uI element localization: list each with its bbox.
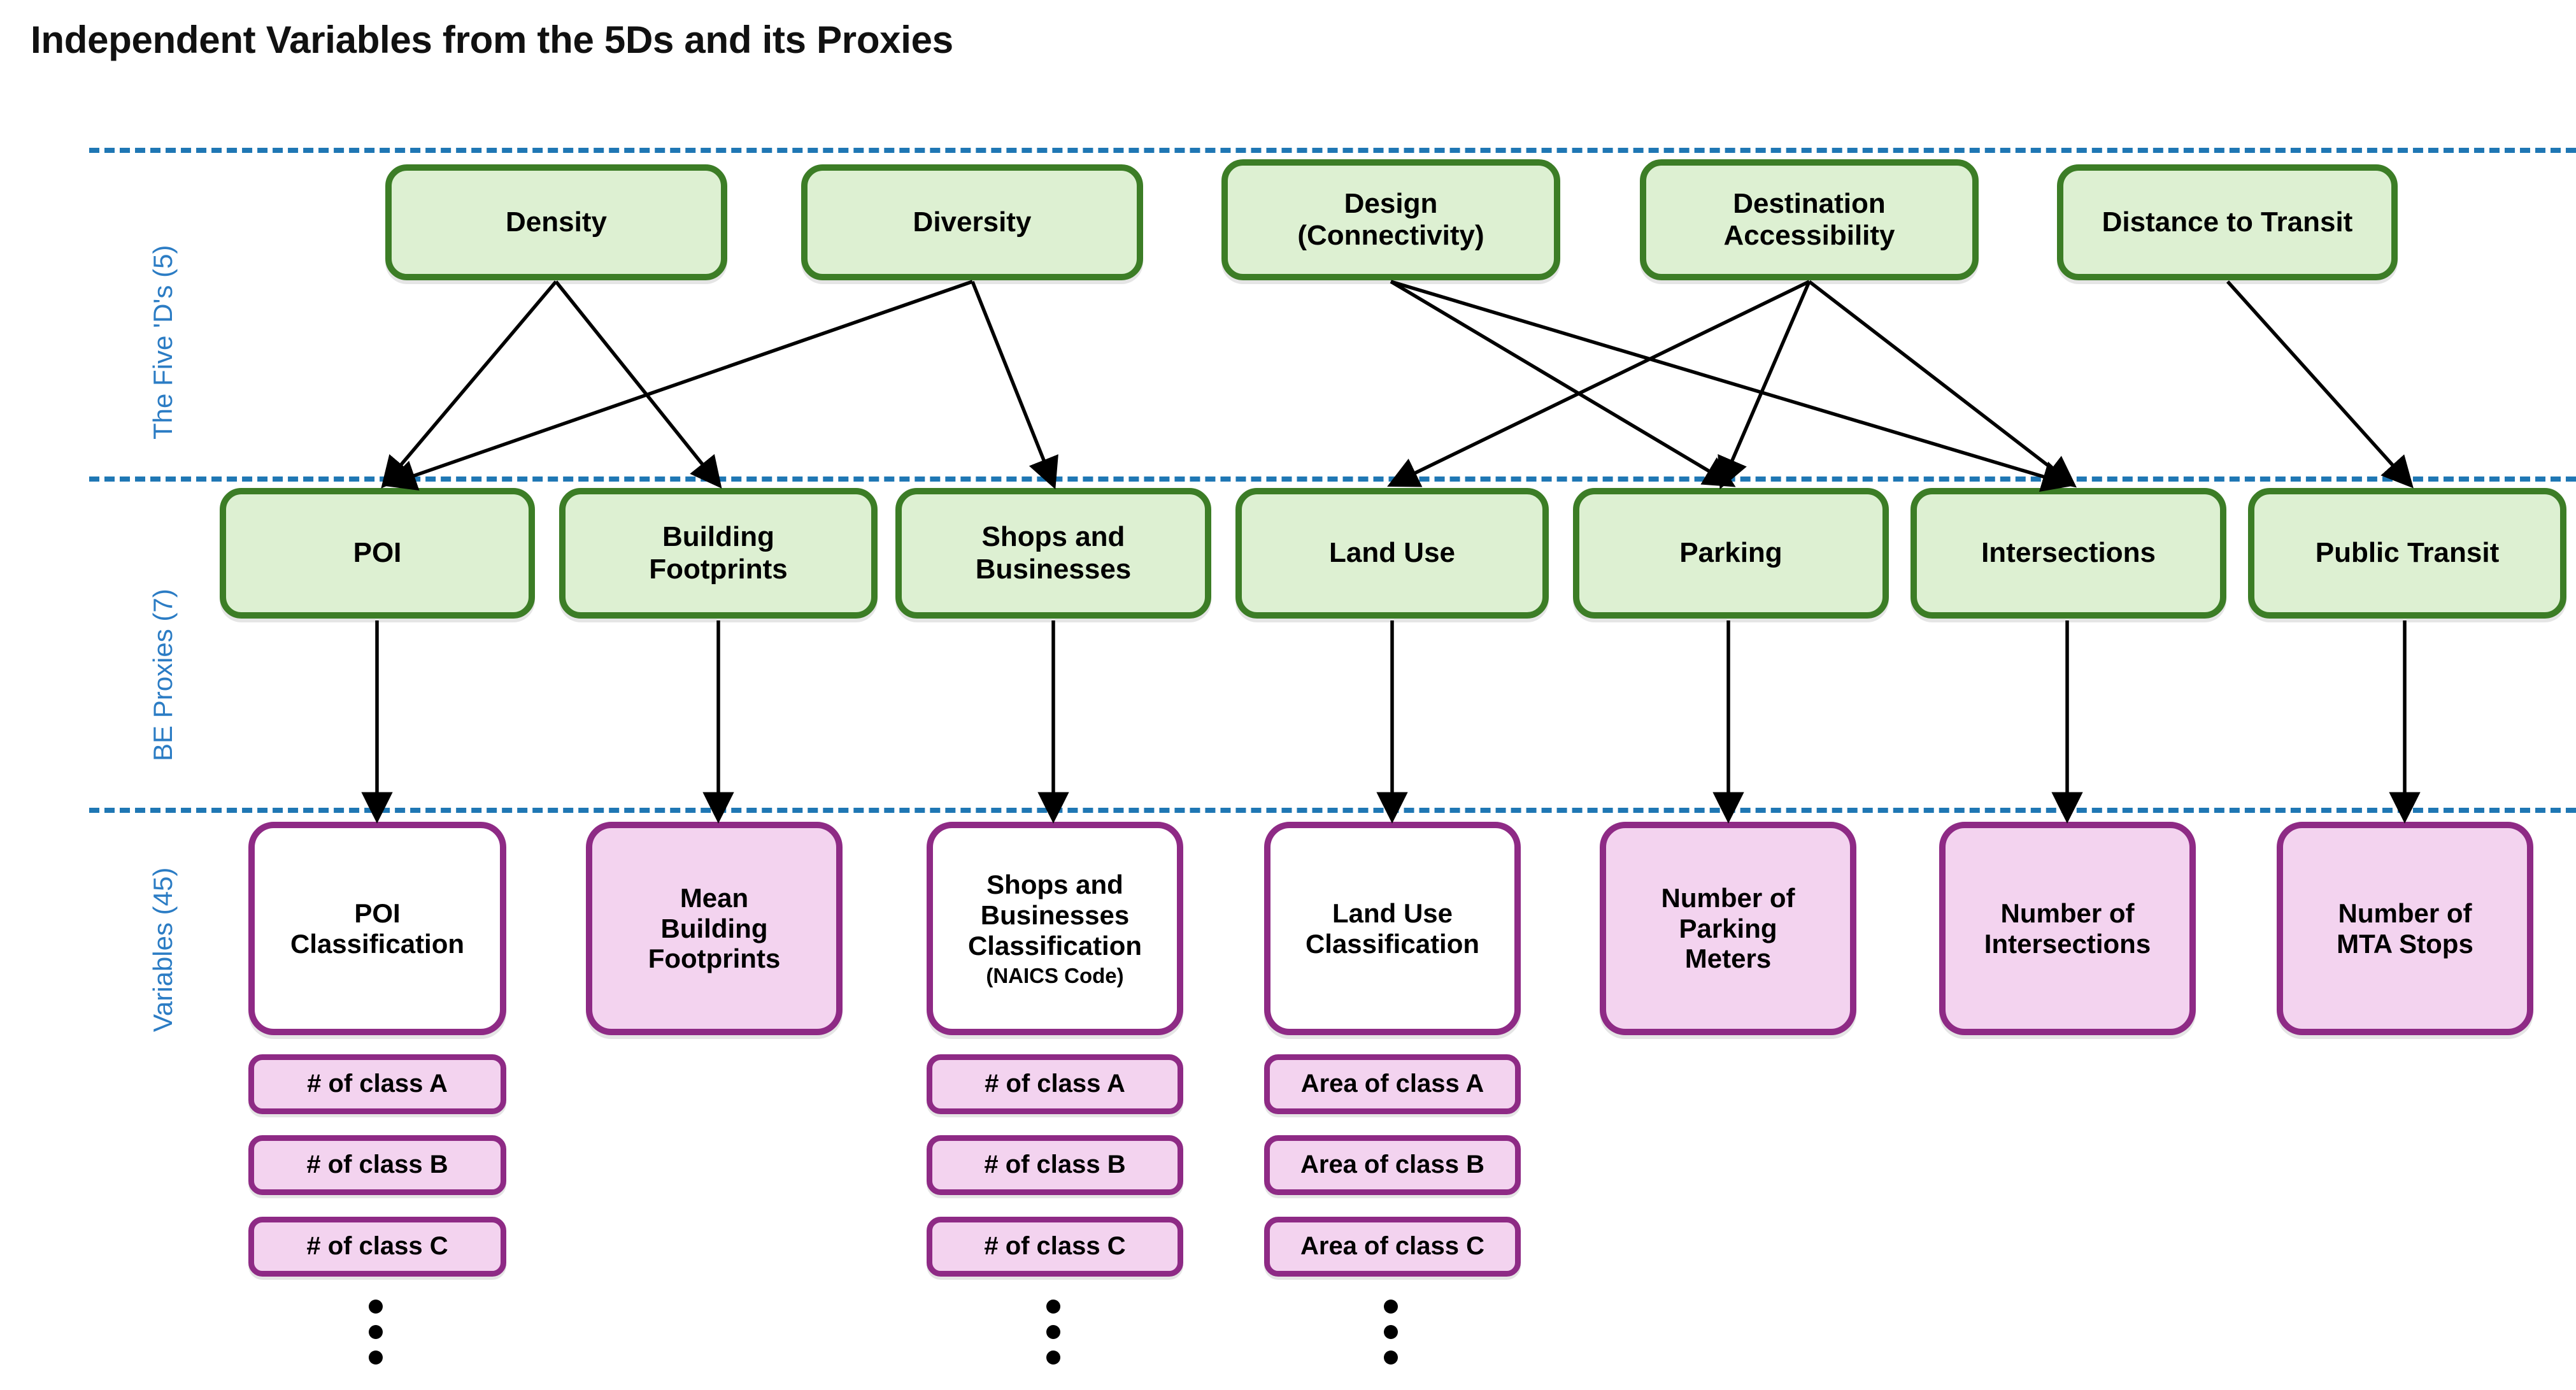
proxy-intersections[interactable]: Intersections	[1911, 488, 2226, 619]
proxy-intersections-label: Intersections	[1981, 537, 2156, 569]
proxy-poi-label: POI	[353, 537, 402, 569]
proxy-parking-label: Parking	[1679, 537, 1783, 569]
pill-shops-class-c[interactable]: # of class C	[927, 1217, 1183, 1277]
edge-density-poi	[381, 280, 558, 489]
proxy-parking[interactable]: Parking	[1573, 488, 1889, 619]
pill-poi-class-c[interactable]: # of class C	[248, 1217, 506, 1277]
five-d-distance-to-transit-label: Distance to Transit	[2102, 206, 2353, 238]
ellipsis-landuse-column	[1383, 1300, 1398, 1365]
edge-destination-intersections	[1808, 280, 2077, 488]
five-d-density-label: Density	[506, 206, 607, 238]
band-separator-top	[89, 148, 2576, 153]
pill-poi-class-a[interactable]: # of class A	[248, 1054, 506, 1114]
pill-poi-class-c-label: # of class C	[306, 1232, 448, 1261]
pill-poi-class-b-label: # of class B	[306, 1150, 448, 1179]
band-label-variables: Variables (45)	[148, 867, 178, 1032]
variable-shops-naics-sublabel: (NAICS Code)	[986, 963, 1124, 987]
edge-diversity-shops	[971, 280, 1058, 490]
five-d-diversity[interactable]: Diversity	[801, 164, 1143, 280]
edge-diversity-poi	[384, 280, 973, 491]
pill-landuse-class-c-label: Area of class C	[1300, 1232, 1485, 1261]
band-separator-middle	[89, 476, 2576, 482]
band-label-be-proxies: BE Proxies (7)	[148, 589, 178, 761]
proxy-land-use-label: Land Use	[1328, 537, 1456, 569]
pill-landuse-class-b-label: Area of class B	[1300, 1150, 1485, 1179]
pill-poi-class-a-label: # of class A	[307, 1070, 448, 1098]
pill-landuse-class-c[interactable]: Area of class C	[1264, 1217, 1521, 1277]
proxy-public-transit[interactable]: Public Transit	[2248, 488, 2566, 619]
page-title: Independent Variables from the 5Ds and i…	[31, 18, 953, 61]
band-separator-bottom	[89, 808, 2576, 813]
pill-shops-class-b[interactable]: # of class B	[927, 1135, 1183, 1195]
edge-design-intersections	[1390, 280, 2074, 492]
pill-shops-class-b-label: # of class B	[984, 1150, 1126, 1179]
pill-landuse-class-b[interactable]: Area of class B	[1264, 1135, 1521, 1195]
pill-landuse-class-a[interactable]: Area of class A	[1264, 1054, 1521, 1114]
pill-shops-class-c-label: # of class C	[984, 1232, 1126, 1261]
ellipsis-shops-column	[1046, 1300, 1061, 1365]
pill-shops-class-a[interactable]: # of class A	[927, 1054, 1183, 1114]
edge-destination-parking	[1718, 280, 1811, 490]
edge-design-parking	[1390, 280, 1736, 487]
pill-shops-class-a-label: # of class A	[985, 1070, 1125, 1098]
pill-landuse-class-a-label: Area of class A	[1300, 1070, 1484, 1098]
five-d-distance-to-transit[interactable]: Distance to Transit	[2057, 164, 2398, 280]
edge-density-building-footprints	[554, 280, 722, 489]
five-d-design-label: Design(Connectivity)	[1297, 187, 1484, 251]
proxy-land-use[interactable]: Land Use	[1235, 488, 1549, 619]
proxy-poi[interactable]: POI	[220, 488, 535, 619]
five-d-density[interactable]: Density	[385, 164, 727, 280]
five-d-design[interactable]: Design(Connectivity)	[1221, 159, 1560, 280]
edge-distance-public-transit	[2226, 280, 2414, 489]
edge-destination-land-use	[1387, 280, 1811, 487]
band-label-five-ds: The Five 'D's (5)	[148, 245, 178, 440]
five-d-diversity-label: Diversity	[913, 206, 1032, 238]
pill-poi-class-b[interactable]: # of class B	[248, 1135, 506, 1195]
proxy-public-transit-label: Public Transit	[2315, 537, 2500, 569]
ellipsis-poi-column	[368, 1300, 383, 1365]
